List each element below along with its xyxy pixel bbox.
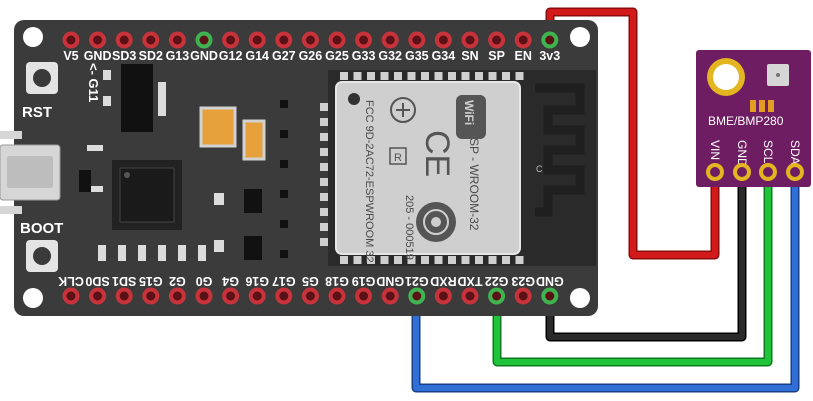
pin-label-top: G32 [378, 49, 402, 63]
pin-label-bottom: G5 [302, 274, 319, 288]
r-mark: R [394, 152, 402, 164]
module-code: 205 - 000519 [403, 195, 415, 260]
boot-label: BOOT [20, 220, 63, 237]
mount-hole [23, 288, 43, 308]
pin-label-bottom: SD1 [112, 274, 136, 288]
pin-label-top: SP [488, 49, 505, 63]
pin-label-top: G33 [352, 49, 376, 63]
pin-label-top: V5 [63, 49, 78, 63]
bottom-pin-row [62, 287, 559, 305]
fcc-logo-icon [390, 97, 416, 123]
usb-uart-chip [112, 160, 182, 230]
transistor [244, 189, 262, 213]
pin-label-top: SD2 [139, 49, 163, 63]
module-brand: ESP - WROOM-32 [467, 130, 481, 231]
wires [411, 7, 800, 393]
svg-text:WiFi: WiFi [462, 100, 476, 125]
module-fcc: FCC 9D-2AC72-ESPWROOM 32 [363, 100, 375, 263]
antenna-mark: C [536, 164, 543, 174]
sensor-pin-row: VIN GND SCL SDA [706, 140, 804, 181]
bme280-sensor: BME/BMP280 VIN GND SCL SDA [696, 50, 811, 187]
pin-label-bottom: CLK [58, 274, 84, 288]
g11-side-label: <- G11 [86, 63, 101, 102]
rst-label: RST [22, 104, 52, 121]
pin-label-top: G12 [219, 49, 243, 63]
ce-mark: CE [418, 130, 456, 177]
sensor-pin-label: VIN [708, 140, 722, 160]
capacitor [199, 106, 237, 148]
pin-label-bottom: G17 [272, 274, 296, 288]
esp-wroom-module: C FCC 9D-2AC72-ESPWROOM 32 205 - 000519 … [320, 70, 596, 266]
pin-label-top: G27 [272, 49, 296, 63]
mount-hole [23, 27, 43, 47]
wifi-logo-icon [456, 95, 486, 139]
pin-label-top: G34 [432, 49, 456, 63]
pin-label-bottom: G4 [222, 274, 239, 288]
capacitor [242, 119, 266, 161]
pin-label-top: 3v3 [539, 49, 560, 63]
pin-label-top: SN [461, 49, 478, 63]
pin-label-bottom: G16 [245, 274, 269, 288]
pin-label-bottom: GND [376, 274, 404, 288]
sensor-pin-label: SCL [761, 140, 775, 164]
pin-label-bottom: SD0 [85, 274, 109, 288]
pin-label-bottom: G19 [352, 274, 376, 288]
pin-label-bottom: G23 [511, 274, 535, 288]
pin-label-bottom: G22 [485, 274, 509, 288]
pin-label-top: G13 [166, 49, 190, 63]
mount-hole [570, 288, 590, 308]
pin-label-bottom: G15 [139, 274, 163, 288]
transistor [244, 236, 262, 260]
sensor-title: BME/BMP280 [708, 114, 784, 128]
sensor-pin-label: GND [735, 140, 749, 167]
pin-label-top: G25 [325, 49, 349, 63]
pin-label-bottom: TXD [458, 274, 483, 288]
pin-label-bottom: G18 [325, 274, 349, 288]
antenna-trace [535, 83, 585, 217]
pin-label-bottom: G2 [169, 274, 186, 288]
pin-label-top: EN [515, 49, 532, 63]
voltage-regulator [121, 64, 153, 132]
pin-label-top: G35 [405, 49, 429, 63]
sensor-pin-label: SDA [788, 140, 802, 165]
pin-label-bottom: G0 [196, 274, 213, 288]
pin-label-bottom: G21 [405, 274, 429, 288]
pin-label-bottom: RXD [430, 274, 456, 288]
pin-label-top: GND [84, 49, 112, 63]
mount-hole [570, 27, 590, 47]
pin-label-top: G26 [299, 49, 323, 63]
top-pin-row [62, 31, 559, 49]
diode [79, 170, 91, 192]
pin-label-top: SD3 [112, 49, 136, 63]
pin-label-bottom: GND [536, 274, 564, 288]
pin-label-top: GND [190, 49, 218, 63]
module-pads [320, 72, 524, 264]
pin-label-top: G14 [245, 49, 269, 63]
